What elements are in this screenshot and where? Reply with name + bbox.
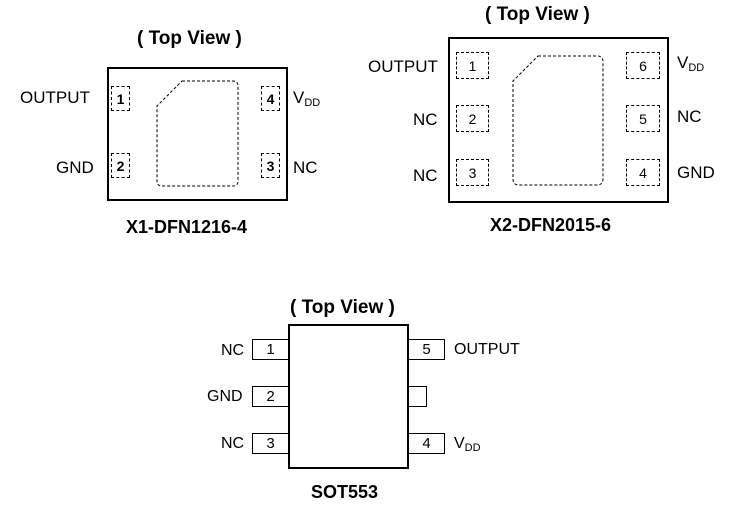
sot-pin-5-label: OUTPUT [454,341,520,358]
x2-pin-3-pad: 3 [456,159,489,186]
x2-pin-1-label: OUTPUT [368,57,438,76]
sot-pin-1-label: NC [221,342,245,359]
x1-package-body [107,67,288,201]
sot-package-name: SOT553 [311,482,379,502]
x1-pin-3-label: NC [293,158,318,177]
x1-pin-1-pad: 1 [111,86,130,111]
x2-pin-2-label: NC [413,110,438,129]
x2-pin-5-label: NC [677,107,702,126]
x1-pin-4-pad: 4 [261,86,280,111]
sot-pin-5-lead: 5 [408,339,445,360]
sot-pin-3-label: NC [221,435,245,452]
x2-package-name: X2-DFN2015-6 [490,215,612,235]
x2-pin-1-pad: 1 [456,52,489,79]
x2-pin-6-label: VDD [677,53,705,74]
sot-pin-1-lead: 1 [252,339,289,360]
x2-pin-6-pad: 6 [626,52,660,79]
x2-pin-5-pad: 5 [626,105,660,132]
x1-pin-2-pad: 2 [111,153,130,178]
sot-pin-4-lead: 4 [408,433,445,454]
x1-pin-4-label: VDD [293,88,321,109]
sot-pin-2-lead: 2 [252,386,289,407]
sot-package-body [288,324,409,469]
x1-view-title: ( Top View ) [137,28,242,49]
x2-pin-2-pad: 2 [456,105,489,132]
x2-pin-3-label: NC [413,166,438,185]
sot-pin-4-label: VDD [454,435,481,454]
sot-pin-3-lead: 3 [252,433,289,454]
x2-view-title: ( Top View ) [485,4,590,25]
sot-unused-lead [408,386,427,407]
x1-pin-2-label: GND [56,158,94,177]
x1-pin-3-pad: 3 [261,153,280,178]
sot-view-title: ( Top View ) [290,297,395,318]
x1-package-name: X1-DFN1216-4 [126,217,248,237]
x2-pin-4-pad: 4 [626,159,660,186]
x1-pin-1-label: OUTPUT [20,88,90,107]
sot-pin-2-label: GND [207,388,243,405]
x2-pin-4-label: GND [677,163,715,182]
